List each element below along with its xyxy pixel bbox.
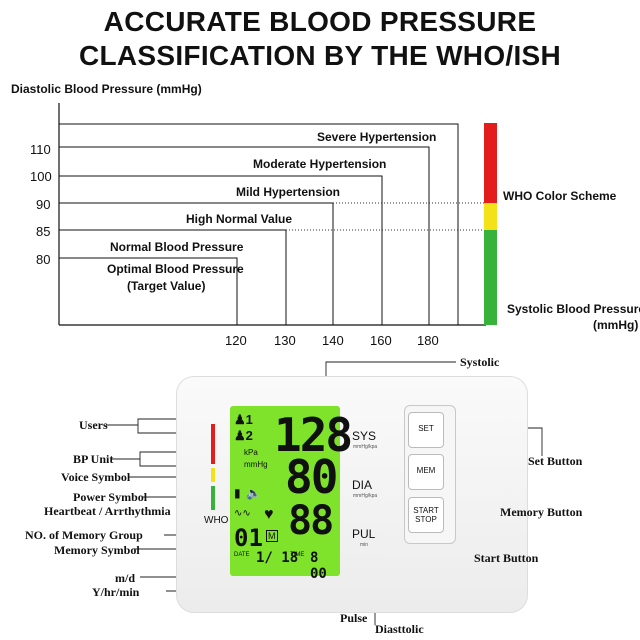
sys-reading: 128 xyxy=(274,408,353,462)
sys-unit: mmHg/kpa xyxy=(353,444,378,450)
label-severe: Severe Hypertension xyxy=(317,130,437,144)
time-label: TIME xyxy=(290,552,305,558)
x-tick-120: 120 xyxy=(225,333,247,348)
blood-pressure-monitor xyxy=(176,376,528,613)
label-mild: Mild Hypertension xyxy=(236,185,341,199)
bracket-moderate xyxy=(59,146,430,325)
callout-memory-symbol: Memory Symbol xyxy=(54,543,140,557)
y-tick-80: 80 xyxy=(36,252,51,267)
x-axis-label: Systolic Blood Pressure xyxy=(507,302,640,316)
callout-users: Users xyxy=(79,418,108,432)
callout-memory-group: NO. of Memory Group xyxy=(25,528,143,542)
y-tick-100: 100 xyxy=(30,169,52,184)
unit-mmhg: mmHg xyxy=(244,460,268,469)
color-bar-red xyxy=(484,123,497,203)
time-value: 8 00 xyxy=(310,550,327,582)
bracket-normal xyxy=(59,257,238,325)
x-tick-130: 130 xyxy=(274,333,296,348)
label-high-normal: High Normal Value xyxy=(186,212,293,226)
label-target: (Target Value) xyxy=(127,279,206,293)
dia-label: DIA xyxy=(352,478,373,492)
x-tick-160: 160 xyxy=(370,333,392,348)
pul-unit: min xyxy=(360,542,369,548)
title-line-2: CLASSIFICATION BY THE WHO/ISH xyxy=(78,40,562,71)
date-value: 1/ 18 xyxy=(256,550,299,566)
title-line-1: ACCURATE BLOOD PRESSURE xyxy=(103,6,537,37)
mem-button[interactable]: MEM xyxy=(408,454,444,490)
start-label: START xyxy=(413,506,439,515)
set-button[interactable]: SET xyxy=(408,412,444,448)
callout-diastolic: Diasttolic xyxy=(375,622,424,636)
callout-power: Power Symbol xyxy=(73,490,148,504)
callout-pulse: Pulse xyxy=(340,611,368,625)
callout-bp-unit: BP Unit xyxy=(73,452,114,466)
sys-label: SYS xyxy=(352,429,377,443)
unit-kpa: kPa xyxy=(244,448,258,457)
callout-voice: Voice Symbol xyxy=(61,470,131,484)
bracket-mild xyxy=(59,175,383,325)
user-1-icon: ♟1 xyxy=(234,412,253,427)
y-tick-90: 90 xyxy=(36,197,51,212)
voice-icon: 🔈 xyxy=(246,486,261,500)
start-stop-button[interactable]: START STOP xyxy=(408,497,444,533)
device-who-red xyxy=(211,424,215,464)
color-bar-yellow xyxy=(484,203,497,230)
device-who-yellow xyxy=(211,468,215,482)
label-optimal: Optimal Blood Pressure xyxy=(107,262,244,276)
bracket-severe xyxy=(59,123,459,325)
callout-systolic: Systolic xyxy=(460,355,500,369)
power-icon: ▮ xyxy=(234,486,241,500)
y-tick-110: 110 xyxy=(30,142,51,157)
device-who-green xyxy=(211,486,215,510)
callout-start-button: Start Button xyxy=(474,551,539,565)
x-axis-unit: (mmHg) xyxy=(593,318,639,332)
lcd-screen: ♟1 ♟2 kPa mmHg 128 80 ▮ 🔈 ∿∿ ♥ 88 01 M D… xyxy=(230,406,353,582)
y-tick-85: 85 xyxy=(36,224,51,239)
callout-yhrmin: Y/hr/min xyxy=(92,585,140,599)
heart-icon: ♥ xyxy=(264,506,274,523)
x-tick-180: 180 xyxy=(417,333,439,348)
heartbeat-wave-icon: ∿∿ xyxy=(234,508,251,519)
callout-heartbeat: Heartbeat / Arrthythmia xyxy=(44,504,171,518)
label-normal: Normal Blood Pressure xyxy=(110,240,244,254)
date-label: DATE xyxy=(234,552,250,558)
memory-symbol: M xyxy=(266,530,278,542)
dia-reading: 80 xyxy=(285,450,338,504)
memory-group-number: 01 xyxy=(234,524,263,552)
label-moderate: Moderate Hypertension xyxy=(253,157,387,171)
callout-md: m/d xyxy=(115,571,136,585)
callout-set-button: Set Button xyxy=(528,454,583,468)
device-who-label: WHO xyxy=(204,515,229,526)
callout-memory-button: Memory Button xyxy=(500,505,583,519)
pulse-reading: 88 xyxy=(288,498,334,544)
color-bar-green xyxy=(484,230,497,325)
y-axis-label: Diastolic Blood Pressure (mmHg) xyxy=(11,82,202,96)
pul-label: PUL xyxy=(352,527,376,541)
stop-label: STOP xyxy=(415,515,437,524)
dia-unit: mmHg/kpa xyxy=(353,493,378,499)
who-color-scheme-label: WHO Color Scheme xyxy=(503,189,617,203)
x-tick-140: 140 xyxy=(322,333,344,348)
user-2-icon: ♟2 xyxy=(234,428,253,443)
